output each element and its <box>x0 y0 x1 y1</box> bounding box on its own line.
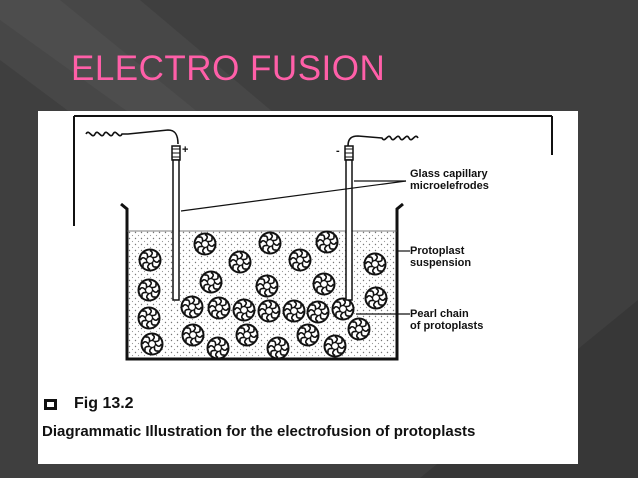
plus-sign: + <box>182 144 188 156</box>
figure-number: Fig 13.2 <box>74 395 134 412</box>
positive-electrode: + <box>85 129 188 301</box>
figure-number-row: Fig 13.2 <box>44 394 134 414</box>
slide-title: ELECTRO FUSION <box>71 49 386 88</box>
electrofusion-diagram: + - Glass capillary microelefrodes Proto… <box>73 115 553 361</box>
minus-sign: - <box>336 145 340 157</box>
chain-label-line2: of protoplasts <box>410 320 483 332</box>
diagram-frame <box>73 115 553 226</box>
checkbox-icon <box>44 398 57 410</box>
electrode-label-line1: Glass capillary <box>410 168 489 180</box>
electrode-label-line2: microelefrodes <box>410 180 489 192</box>
suspension-label-line1: Protoplast <box>410 245 465 257</box>
figure-panel: + - Glass capillary microelefrodes Proto… <box>38 111 578 464</box>
suspension-label-line2: suspension <box>410 257 471 269</box>
leader-lines <box>180 180 410 315</box>
chain-label-line1: Pearl chain <box>410 308 469 320</box>
figure-caption: Diagrammatic Illustration for the electr… <box>42 423 476 440</box>
negative-electrode: - <box>336 135 419 301</box>
